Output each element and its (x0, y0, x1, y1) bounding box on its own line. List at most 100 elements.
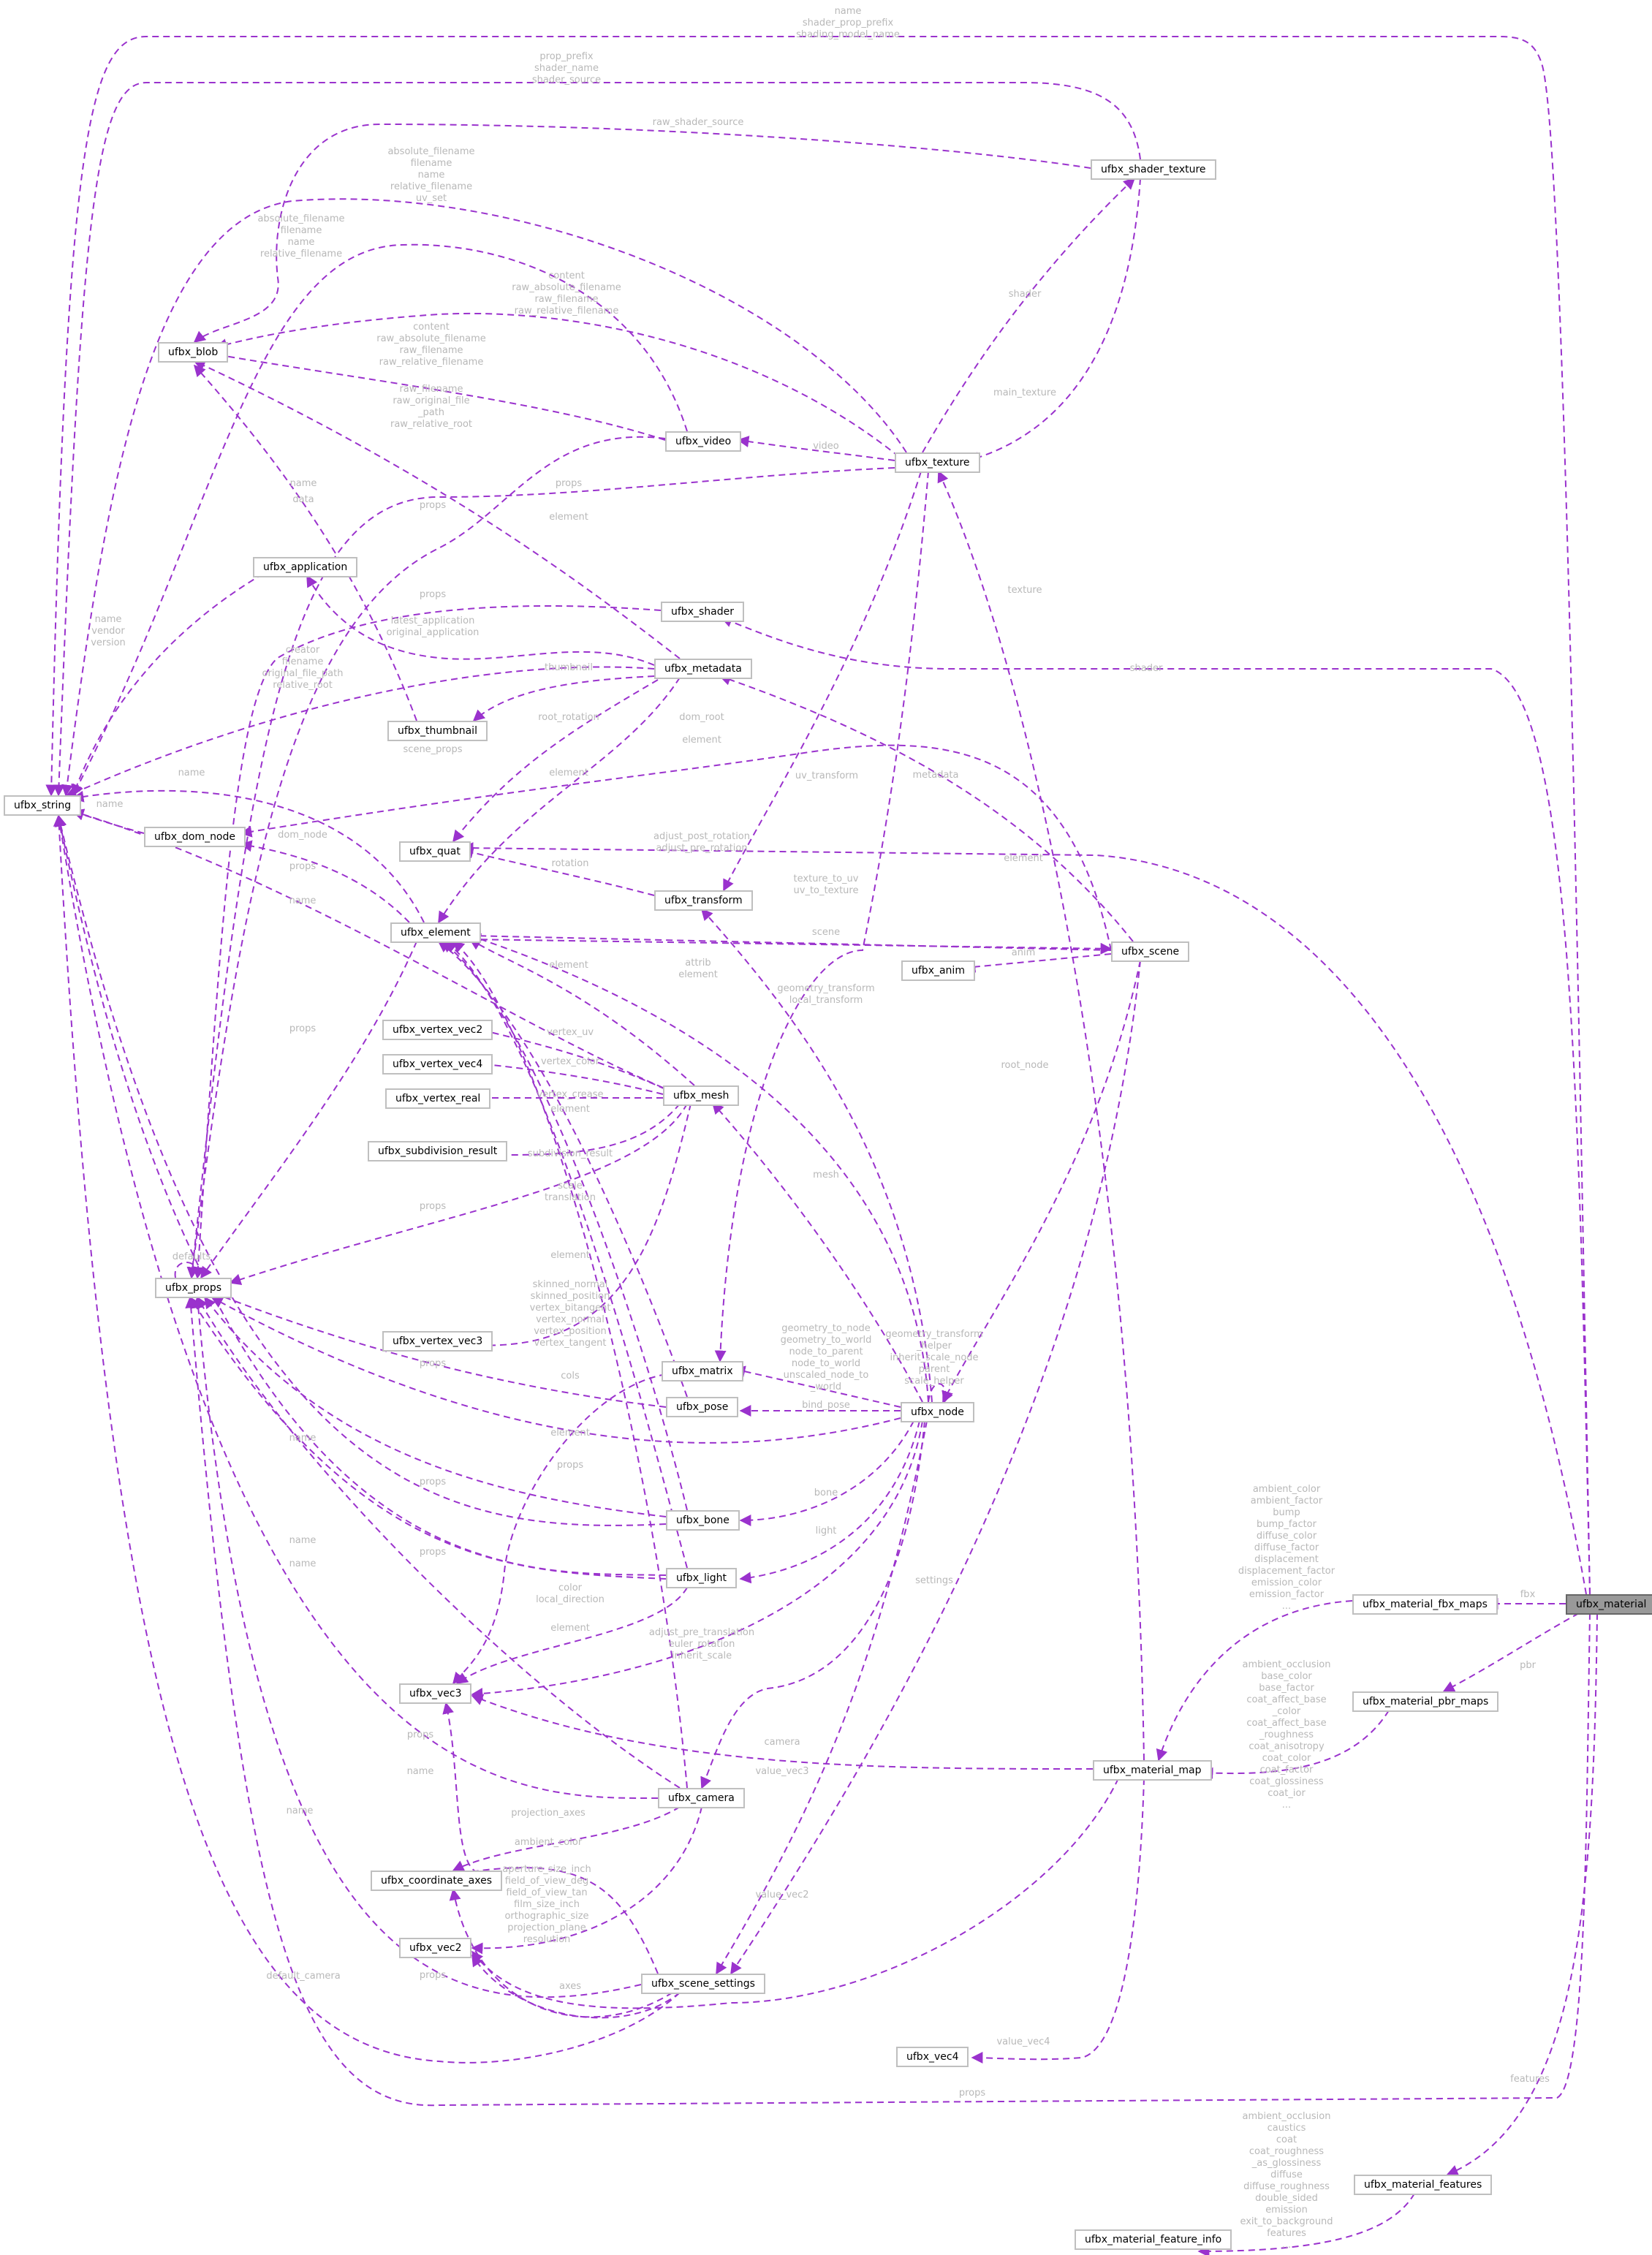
edge-label: props (419, 1358, 447, 1369)
node-scene-settings[interactable]: ufbx_scene_settings (641, 1974, 765, 1994)
edge-label: props (289, 861, 317, 872)
edge-label: video (813, 441, 839, 452)
edge-label: light (815, 1526, 837, 1536)
edge-label: scene_props (403, 744, 463, 755)
edge-label: adjust_pre_translation euler_rotation in… (648, 1627, 755, 1661)
node-bone[interactable]: ufbx_bone (666, 1510, 740, 1531)
edge-label: name (96, 799, 124, 810)
edge-label: uv_transform (795, 770, 859, 781)
edge-label: name (289, 1433, 317, 1444)
node-material-map[interactable]: ufbx_material_map (1093, 1760, 1212, 1781)
node-vec4[interactable]: ufbx_vec4 (896, 2047, 969, 2067)
node-transform[interactable]: ufbx_transform (654, 890, 753, 911)
edge-label: color local_direction (536, 1583, 605, 1605)
edge-label: adjust_post_rotation adjust_pre_rotation (653, 831, 750, 854)
edge-label: name (289, 1558, 317, 1569)
node-vec2[interactable]: ufbx_vec2 (399, 1938, 472, 1958)
edge-label: prop_prefix shader_name shader_source (531, 51, 602, 86)
edge-label: value_vec3 (755, 1766, 809, 1777)
node-pose[interactable]: ufbx_pose (666, 1397, 739, 1417)
edge-label: camera (764, 1737, 800, 1748)
edge-label: absolute_filename filename name relative… (387, 146, 475, 204)
edge-label: element (550, 1623, 590, 1634)
edge-label: geometry_to_node geometry_to_world node_… (780, 1323, 872, 1392)
edge-label: absolute_filename filename name relative… (257, 213, 345, 259)
edge-label: ambient_occlusion caustics coat coat_rou… (1240, 2111, 1333, 2251)
edge-label: props (958, 2088, 986, 2099)
node-material[interactable]: ufbx_material (1566, 1594, 1652, 1615)
node-shader-texture[interactable]: ufbx_shader_texture (1091, 159, 1216, 180)
node-mesh[interactable]: ufbx_mesh (663, 1085, 740, 1106)
node-vertex-vec3[interactable]: ufbx_vertex_vec3 (382, 1331, 493, 1352)
node-shader[interactable]: ufbx_shader (661, 602, 744, 622)
edge-label: name (178, 768, 205, 778)
edge-label: content raw_absolute_filename raw_filena… (376, 322, 486, 368)
edge-label: raw_filename raw_original_file _path raw… (390, 384, 473, 430)
edge-label: props (419, 1547, 447, 1558)
edge-label: default_camera (266, 1971, 341, 1982)
edge-label: mesh (813, 1170, 839, 1180)
edge-label: ambient_color (514, 1837, 583, 1848)
edge-label: vertex_crease (537, 1089, 604, 1100)
node-coordinate-axes[interactable]: ufbx_coordinate_axes (371, 1871, 502, 1891)
node-material-features[interactable]: ufbx_material_features (1354, 2175, 1493, 2195)
node-quat[interactable]: ufbx_quat (399, 841, 471, 862)
edge-label: ambient_color ambient_factor bump bump_f… (1238, 1484, 1335, 1612)
edge-label: name (289, 478, 317, 489)
node-material-fbx-maps[interactable]: ufbx_material_fbx_maps (1352, 1594, 1498, 1615)
edge-label: scene (811, 927, 841, 938)
node-subdivision-result[interactable]: ufbx_subdivision_result (368, 1141, 508, 1161)
node-vertex-vec2[interactable]: ufbx_vertex_vec2 (382, 1020, 493, 1040)
node-vertex-vec4[interactable]: ufbx_vertex_vec4 (382, 1054, 493, 1075)
node-metadata[interactable]: ufbx_metadata (654, 659, 752, 679)
node-element[interactable]: ufbx_element (390, 922, 481, 943)
node-string[interactable]: ufbx_string (4, 795, 82, 816)
edge-label: props (419, 1477, 447, 1487)
node-props[interactable]: ufbx_props (155, 1278, 232, 1298)
node-vec3[interactable]: ufbx_vec3 (399, 1683, 472, 1704)
node-scene[interactable]: ufbx_scene (1111, 941, 1190, 962)
edge-label: props (289, 1023, 317, 1034)
edge-label: name (289, 895, 317, 906)
edge-label: data (292, 494, 314, 505)
node-video[interactable]: ufbx_video (665, 431, 742, 452)
node-vertex-real[interactable]: ufbx_vertex_real (385, 1088, 491, 1109)
node-anim[interactable]: ufbx_anim (901, 960, 975, 981)
edge-label: features (1510, 2074, 1550, 2085)
edge-label: props (419, 500, 447, 511)
edge-label: metadata (912, 770, 959, 781)
edge-label: projection_axes (511, 1808, 586, 1819)
node-thumbnail[interactable]: ufbx_thumbnail (387, 721, 488, 741)
node-texture[interactable]: ufbx_texture (895, 452, 980, 473)
edge-label: element (682, 735, 721, 746)
edge-label: thumbnail (545, 662, 593, 673)
edge-label: bone (814, 1487, 838, 1498)
edge-label: texture_to_uv uv_to_texture (793, 873, 859, 896)
edge-label: shader (1008, 289, 1042, 300)
edge-label: name shader_prop_prefix shading_model_na… (796, 6, 900, 40)
node-node[interactable]: ufbx_node (901, 1402, 974, 1422)
edge-label: element (549, 960, 588, 971)
edge-label: dom_root (679, 712, 724, 723)
edge-label: dom_node (278, 830, 327, 841)
node-blob[interactable]: ufbx_blob (158, 342, 229, 363)
node-material-pbr-maps[interactable]: ufbx_material_pbr_maps (1352, 1691, 1499, 1712)
node-camera[interactable]: ufbx_camera (658, 1788, 745, 1808)
edge-label: props (556, 1460, 584, 1471)
edge-label: subdivision_result (527, 1148, 613, 1159)
edge-label: scale translation (545, 1180, 596, 1203)
edge-label: props (555, 478, 583, 489)
node-application[interactable]: ufbx_application (253, 557, 358, 577)
edge-label: name (289, 1535, 317, 1546)
edge-label: element (1004, 853, 1043, 864)
node-material-feature-info[interactable]: ufbx_material_feature_info (1075, 2229, 1232, 2250)
edge-label: element (550, 1250, 590, 1261)
node-dom-node[interactable]: ufbx_dom_node (144, 827, 246, 847)
edge-label: geometry_transform local_transform (777, 983, 875, 1006)
edge-label: vertex_uv (546, 1027, 594, 1038)
edge-label: props (419, 1201, 447, 1212)
node-matrix[interactable]: ufbx_matrix (662, 1361, 743, 1382)
edges (45, 36, 1598, 2255)
node-light[interactable]: ufbx_light (666, 1568, 738, 1588)
